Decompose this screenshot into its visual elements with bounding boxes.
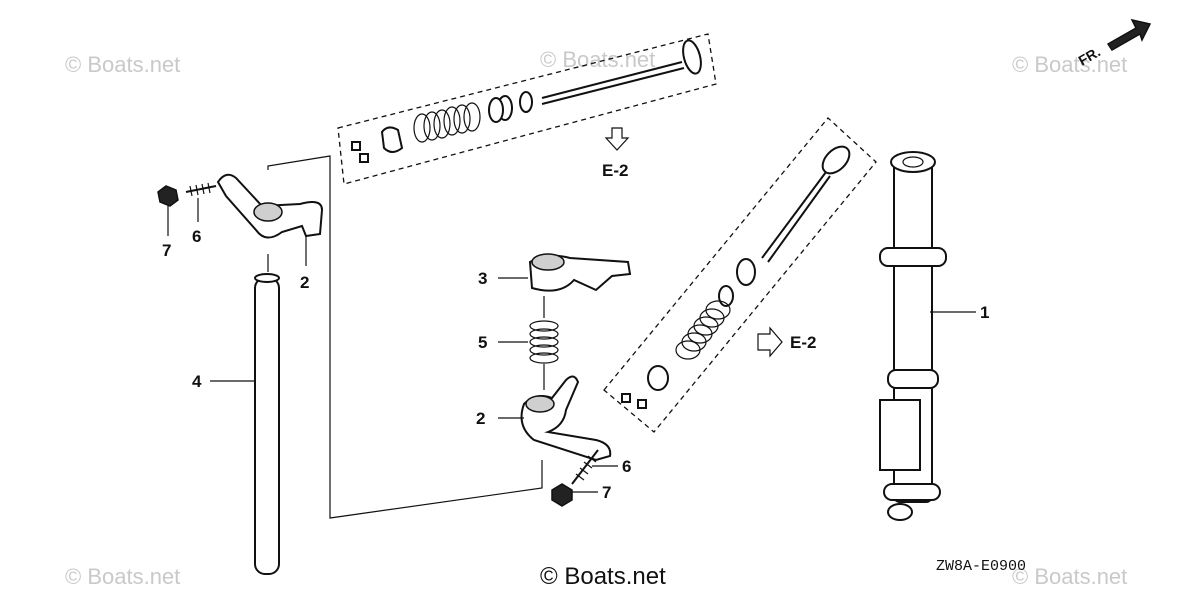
lower-valve-head xyxy=(821,145,851,175)
camshaft-top xyxy=(890,151,936,173)
rocker-arm-upper-bore xyxy=(531,253,565,271)
reference-label-lower: E-2 xyxy=(790,333,816,352)
rocker-spring: 5 xyxy=(478,296,559,390)
camshaft: 1 xyxy=(879,151,989,521)
upper-valve-retainer xyxy=(380,126,404,153)
camshaft-end xyxy=(887,503,913,521)
upper-valve-stem xyxy=(541,61,683,99)
watermark-top-right: © Boats.net xyxy=(1012,52,1127,77)
lower-valve-retainer xyxy=(647,365,669,391)
watermark-bottom-right: © Boats.net xyxy=(1012,564,1127,589)
callout-2-left: 2 xyxy=(300,273,309,292)
callout-6-left: 6 xyxy=(192,227,201,246)
lower-valve-cotter xyxy=(621,393,631,403)
rocker-arm-center: 2 xyxy=(476,375,612,462)
reference-arrow-lower: E-2 xyxy=(757,326,816,358)
rocker-shaft-body xyxy=(254,277,280,575)
lower-valve-box xyxy=(603,117,877,433)
rocker-arm-left: 2 xyxy=(216,173,324,292)
watermark-top-center: © Boats.net xyxy=(540,47,655,72)
down-arrow-icon xyxy=(604,127,630,151)
rocker-arm-center-body xyxy=(520,375,612,462)
adjusting-screw-left xyxy=(185,182,217,197)
lower-valve-stem xyxy=(761,171,827,259)
camshaft-journal-mid xyxy=(887,369,939,389)
rocker-arm-center-bore xyxy=(525,395,555,413)
diagram-code: ZW8A-E0900 xyxy=(936,558,1026,575)
lock-nut-left xyxy=(157,185,179,207)
rocker-shaft: 4 xyxy=(192,273,280,575)
upper-valve-head xyxy=(682,39,702,75)
watermark-bottom-left: © Boats.net xyxy=(65,564,180,589)
upper-valve-cotter xyxy=(351,141,361,151)
lower-valve-spring xyxy=(675,300,731,360)
callout-6-center: 6 xyxy=(622,457,631,476)
lock-nut-center xyxy=(551,483,573,507)
lower-valve-seal xyxy=(736,258,756,286)
callout-5: 5 xyxy=(478,333,487,352)
callout-7-left: 7 xyxy=(162,241,171,260)
rocker-arm-left-bore xyxy=(253,202,283,222)
adjuster-center: 6 7 xyxy=(551,449,631,507)
right-arrow-icon xyxy=(757,326,783,358)
copyright-text: © Boats.net xyxy=(540,563,666,590)
upper-valve-box xyxy=(337,33,717,185)
upper-valve-seal xyxy=(519,91,533,113)
camshaft-journal-upper xyxy=(879,247,947,267)
camshaft-lobe xyxy=(879,399,921,471)
rocker-arm-upper: 3 xyxy=(478,253,632,292)
watermark-top-left: © Boats.net xyxy=(65,52,180,77)
camshaft-journal-lower xyxy=(883,483,941,501)
callout-4: 4 xyxy=(192,372,202,391)
upper-valve-spring xyxy=(413,102,481,143)
callout-7-center: 7 xyxy=(602,483,611,502)
adjusting-screw-center xyxy=(571,449,599,485)
callout-3: 3 xyxy=(478,269,487,288)
lower-valve-assembly xyxy=(603,117,877,433)
upper-valve-assembly xyxy=(337,33,717,185)
connection-line xyxy=(267,155,543,519)
front-arrow-icon xyxy=(1106,18,1152,51)
callout-1: 1 xyxy=(980,303,989,322)
callout-2-center: 2 xyxy=(476,409,485,428)
reference-label-upper: E-2 xyxy=(602,161,628,180)
reference-arrow-upper: E-2 xyxy=(602,127,630,180)
adjuster-left: 7 6 xyxy=(157,182,217,260)
